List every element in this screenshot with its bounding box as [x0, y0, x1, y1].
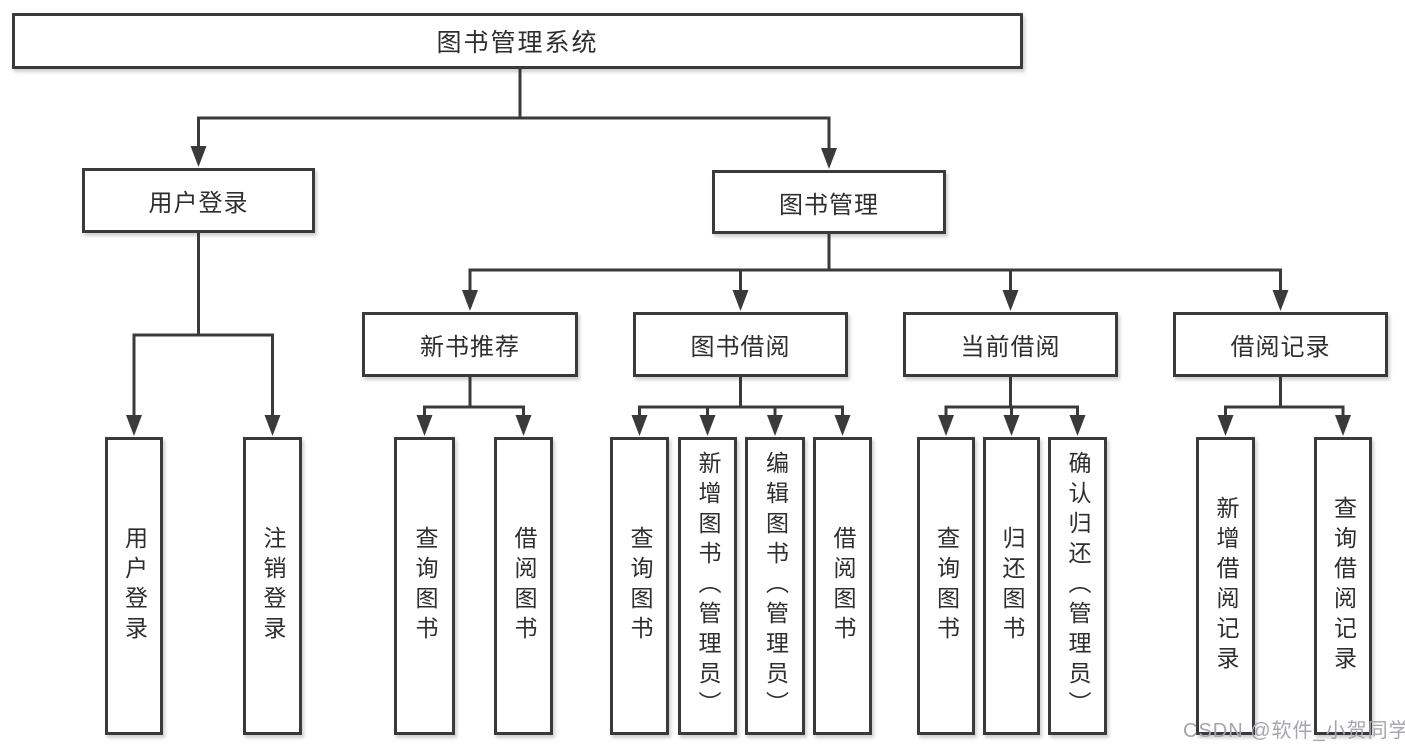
- arrow-down-icon: [1335, 415, 1351, 436]
- leaf-label: 新增借阅记录: [1213, 496, 1239, 676]
- node-new-book-recommendation: 新书推荐: [362, 312, 578, 377]
- node-borrowing-records: 借阅记录: [1173, 312, 1388, 377]
- leaf-label: 借阅图书: [511, 526, 537, 646]
- leaf-label: 新增图书（管理员）: [695, 451, 721, 721]
- arrow-down-icon: [1003, 415, 1020, 436]
- leaf-edit-books-admin: 编辑图书（管理员）: [745, 437, 805, 735]
- leaf-user-login: 用户登录: [105, 437, 163, 735]
- node-library-system: 图书管理系统: [12, 13, 1023, 69]
- arrow-down-icon: [1217, 415, 1234, 436]
- arrow-down-icon: [264, 415, 281, 436]
- leaf-query-books-borrow: 查询图书: [610, 437, 669, 735]
- leaf-label: 用户登录: [121, 526, 148, 646]
- leaf-confirm-return-admin: 确认归还（管理员）: [1048, 437, 1107, 735]
- leaf-borrow-books-recommend: 借阅图书: [494, 437, 553, 735]
- node-book-management: 图书管理: [712, 170, 946, 234]
- leaf-query-books-current: 查询图书: [917, 437, 975, 735]
- csdn-watermark: CSDN @软件_小贺同学: [1183, 720, 1405, 742]
- leaf-return-books: 归还图书: [983, 437, 1040, 735]
- arrow-down-icon: [834, 415, 851, 436]
- leaf-add-borrow-record: 新增借阅记录: [1196, 437, 1255, 735]
- leaf-label: 借阅图书: [830, 526, 856, 646]
- arrow-down-icon: [732, 290, 749, 311]
- leaf-label: 查询借阅记录: [1330, 496, 1357, 676]
- arrow-down-icon: [1272, 290, 1289, 311]
- arrow-down-icon: [126, 415, 142, 436]
- leaf-query-books-recommend: 查询图书: [394, 437, 455, 735]
- arrow-down-icon: [1002, 290, 1019, 311]
- arrow-down-icon: [699, 415, 716, 436]
- leaf-label: 确认归还（管理员）: [1065, 451, 1091, 721]
- arrow-down-icon: [1069, 415, 1086, 436]
- arrow-down-icon: [821, 148, 837, 169]
- leaf-label: 注销登录: [260, 526, 286, 646]
- leaf-query-borrow-record: 查询借阅记录: [1314, 437, 1372, 735]
- connector-arrowheads: [126, 146, 1351, 436]
- arrow-down-icon: [938, 415, 954, 436]
- leaf-add-books-admin: 新增图书（管理员）: [678, 437, 737, 735]
- arrow-down-icon: [767, 415, 783, 436]
- arrow-down-icon: [631, 415, 648, 436]
- node-user-login: 用户登录: [82, 168, 315, 233]
- arrow-down-icon: [190, 146, 207, 167]
- node-current-borrowing: 当前借阅: [903, 312, 1118, 377]
- arrow-down-icon: [462, 290, 478, 311]
- connector-lines: [132, 66, 1345, 421]
- leaf-label: 查询图书: [933, 526, 960, 646]
- leaf-logout: 注销登录: [243, 437, 302, 735]
- leaf-label: 编辑图书（管理员）: [762, 451, 789, 721]
- leaf-label: 查询图书: [412, 526, 438, 646]
- leaf-borrow-books: 借阅图书: [813, 437, 872, 735]
- node-book-borrowing: 图书借阅: [633, 312, 848, 377]
- arrow-down-icon: [515, 415, 532, 436]
- leaf-label: 查询图书: [627, 526, 653, 646]
- arrow-down-icon: [416, 415, 433, 436]
- leaf-label: 归还图书: [999, 526, 1025, 646]
